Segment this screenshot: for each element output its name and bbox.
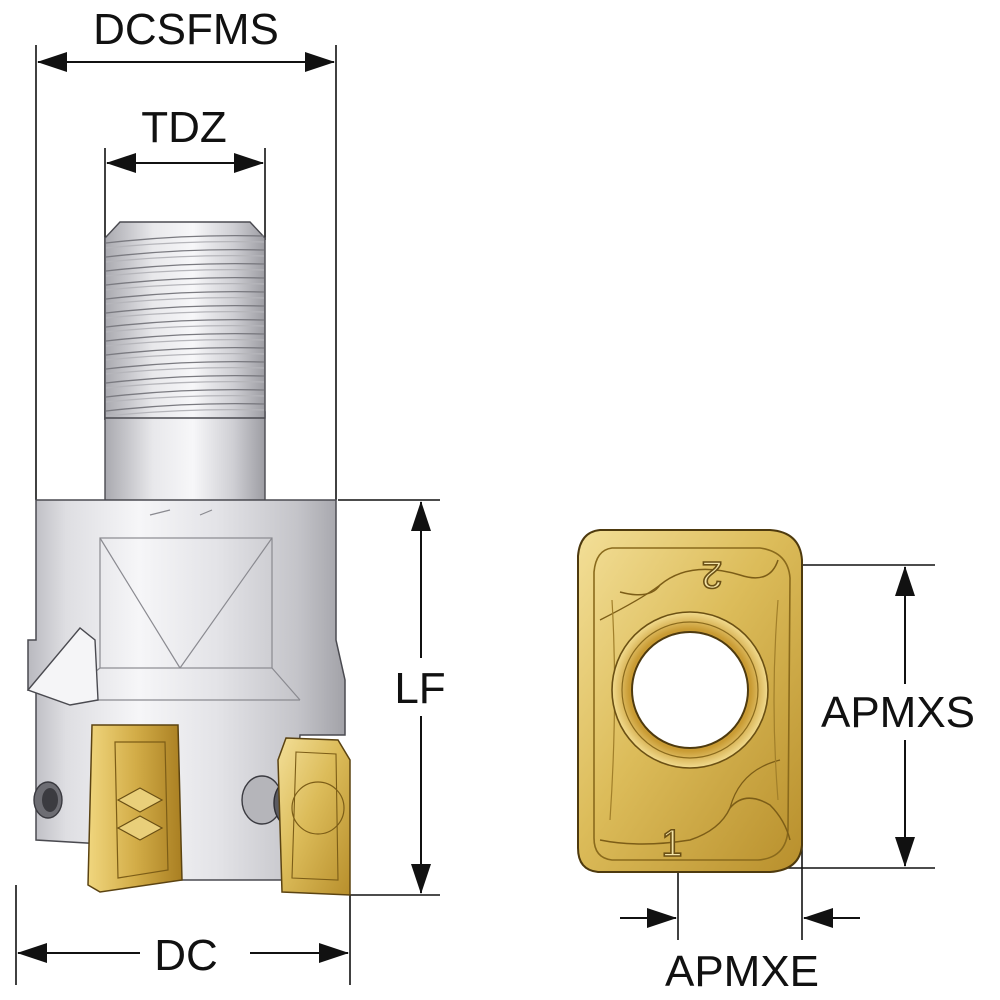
thread-groove xyxy=(105,338,265,347)
thread-ridge xyxy=(105,234,265,244)
body-insert-right xyxy=(277,737,351,896)
side-hole-left xyxy=(33,781,63,819)
label-apmxs: APMXS xyxy=(821,688,975,737)
insert-inner-facet xyxy=(593,547,791,861)
cutting-insert: 2 1 xyxy=(577,529,803,873)
thread-ridge xyxy=(105,346,265,356)
threaded-shank xyxy=(104,221,266,419)
dimension-labels: DCSFMS TDZ LF DC APMXS APMXE xyxy=(93,5,988,996)
thread-groove xyxy=(105,352,265,361)
thread-ridge xyxy=(105,248,265,258)
label-apmxe: APMXE xyxy=(665,947,819,996)
thread-groove xyxy=(105,282,265,291)
insert-edge-one-mark: 1 xyxy=(661,823,682,865)
shank-neck xyxy=(104,411,266,505)
thread-ridge xyxy=(105,388,265,398)
thread-ridge xyxy=(105,402,265,412)
thread-ridge xyxy=(105,374,265,384)
extension-lines xyxy=(15,45,935,985)
thread-groove xyxy=(105,310,265,319)
thread-ridge xyxy=(105,304,265,314)
label-tdz: TDZ xyxy=(141,103,227,152)
body-insert-left xyxy=(87,724,183,893)
thread-ridge xyxy=(105,290,265,300)
thread-groove xyxy=(105,324,265,333)
thread-groove xyxy=(105,240,265,249)
milling-cutter xyxy=(26,221,351,896)
thread-ridge xyxy=(105,360,265,370)
thread-ridge xyxy=(105,318,265,328)
thread-groove xyxy=(105,268,265,277)
thread-groove xyxy=(105,296,265,305)
label-dc: DC xyxy=(154,931,218,980)
thread-groove xyxy=(105,380,265,389)
thread-groove xyxy=(105,408,265,417)
insert-center-hole xyxy=(631,631,749,749)
thread-groove xyxy=(105,254,265,263)
label-dcsfms: DCSFMS xyxy=(93,5,279,54)
thread-ridge xyxy=(105,262,265,272)
thread-ridge xyxy=(105,276,265,286)
thread-groove xyxy=(105,366,265,375)
thread-ridge xyxy=(105,332,265,342)
insert-lower-ridge xyxy=(599,797,791,845)
label-lf: LF xyxy=(394,664,445,713)
thread-groove xyxy=(105,394,265,403)
chip-pocket-left xyxy=(26,627,99,706)
insert-edge-two-mark: 2 xyxy=(701,553,722,595)
